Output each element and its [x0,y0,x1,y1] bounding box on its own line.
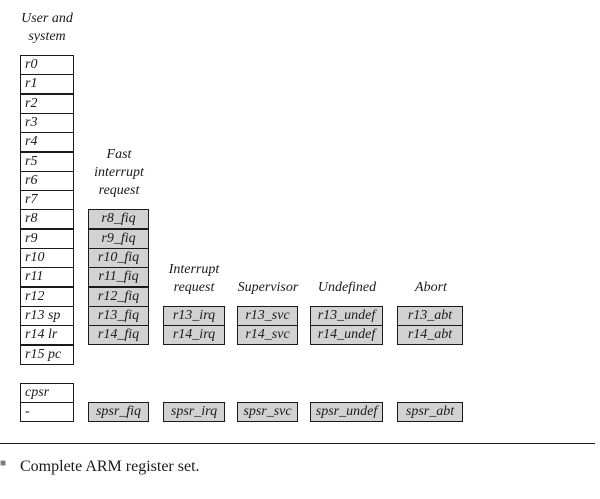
register-user-r13: r13 sp [20,305,74,326]
register-user-r4: r4 [20,132,74,153]
register-spsr-fiq: spsr_fiq [88,402,149,422]
register-user-r6: r6 [20,170,74,191]
register-r14-fiq: r14_fiq [88,325,149,346]
register-user-r2: r2 [20,93,74,114]
register-user-r15: r15 pc [20,344,74,365]
register-user-r9: r9 [20,228,74,249]
register-user-r7: r7 [20,190,74,211]
header-supervisor: Supervisor [237,280,299,295]
register-user-r12: r12 [20,286,74,307]
register-spsr-abt: spsr_abt [397,402,463,422]
register-user-r1: r1 [20,74,74,95]
register-r14-abt: r14_abt [397,325,463,346]
register-r13-abt: r13_abt [397,305,463,326]
register-user-r5: r5 [20,151,74,172]
register-cpsr: cpsr [20,383,74,403]
register-r14-svc: r14_svc [237,325,298,346]
register-r13-irq: r13_irq [163,305,225,326]
header-undefined: Undefined [317,280,377,295]
register-r13-fiq: r13_fiq [88,305,149,326]
register-r12-fiq: r12_fiq [88,286,149,307]
register-user-r8: r8 [20,209,74,230]
register-cpsr-placeholder: - [20,402,74,422]
register-r8-fiq: r8_fiq [88,209,149,230]
register-spsr-svc: spsr_svc [237,402,298,422]
register-r10-fiq: r10_fiq [88,248,149,268]
caption-rule [0,443,595,444]
register-r9-fiq: r9_fiq [88,228,149,249]
register-r13-undef: r13_undef [310,305,383,326]
register-user-r0: r0 [20,55,74,75]
caption-marker-icon: ■ [0,458,7,469]
register-r14-irq: r14_irq [163,325,225,346]
register-user-r3: r3 [20,112,74,133]
header-abort: Abort [415,280,447,295]
register-user-r14: r14 lr [20,325,74,346]
figure-caption: Complete ARM register set. [20,458,200,475]
register-spsr-undef: spsr_undef [310,402,383,422]
register-user-r11: r11 [20,267,74,288]
register-r14-undef: r14_undef [310,325,383,346]
register-r11-fiq: r11_fiq [88,267,149,288]
register-user-r10: r10 [20,248,74,268]
register-r13-svc: r13_svc [237,305,298,326]
register-spsr-irq: spsr_irq [163,402,225,422]
